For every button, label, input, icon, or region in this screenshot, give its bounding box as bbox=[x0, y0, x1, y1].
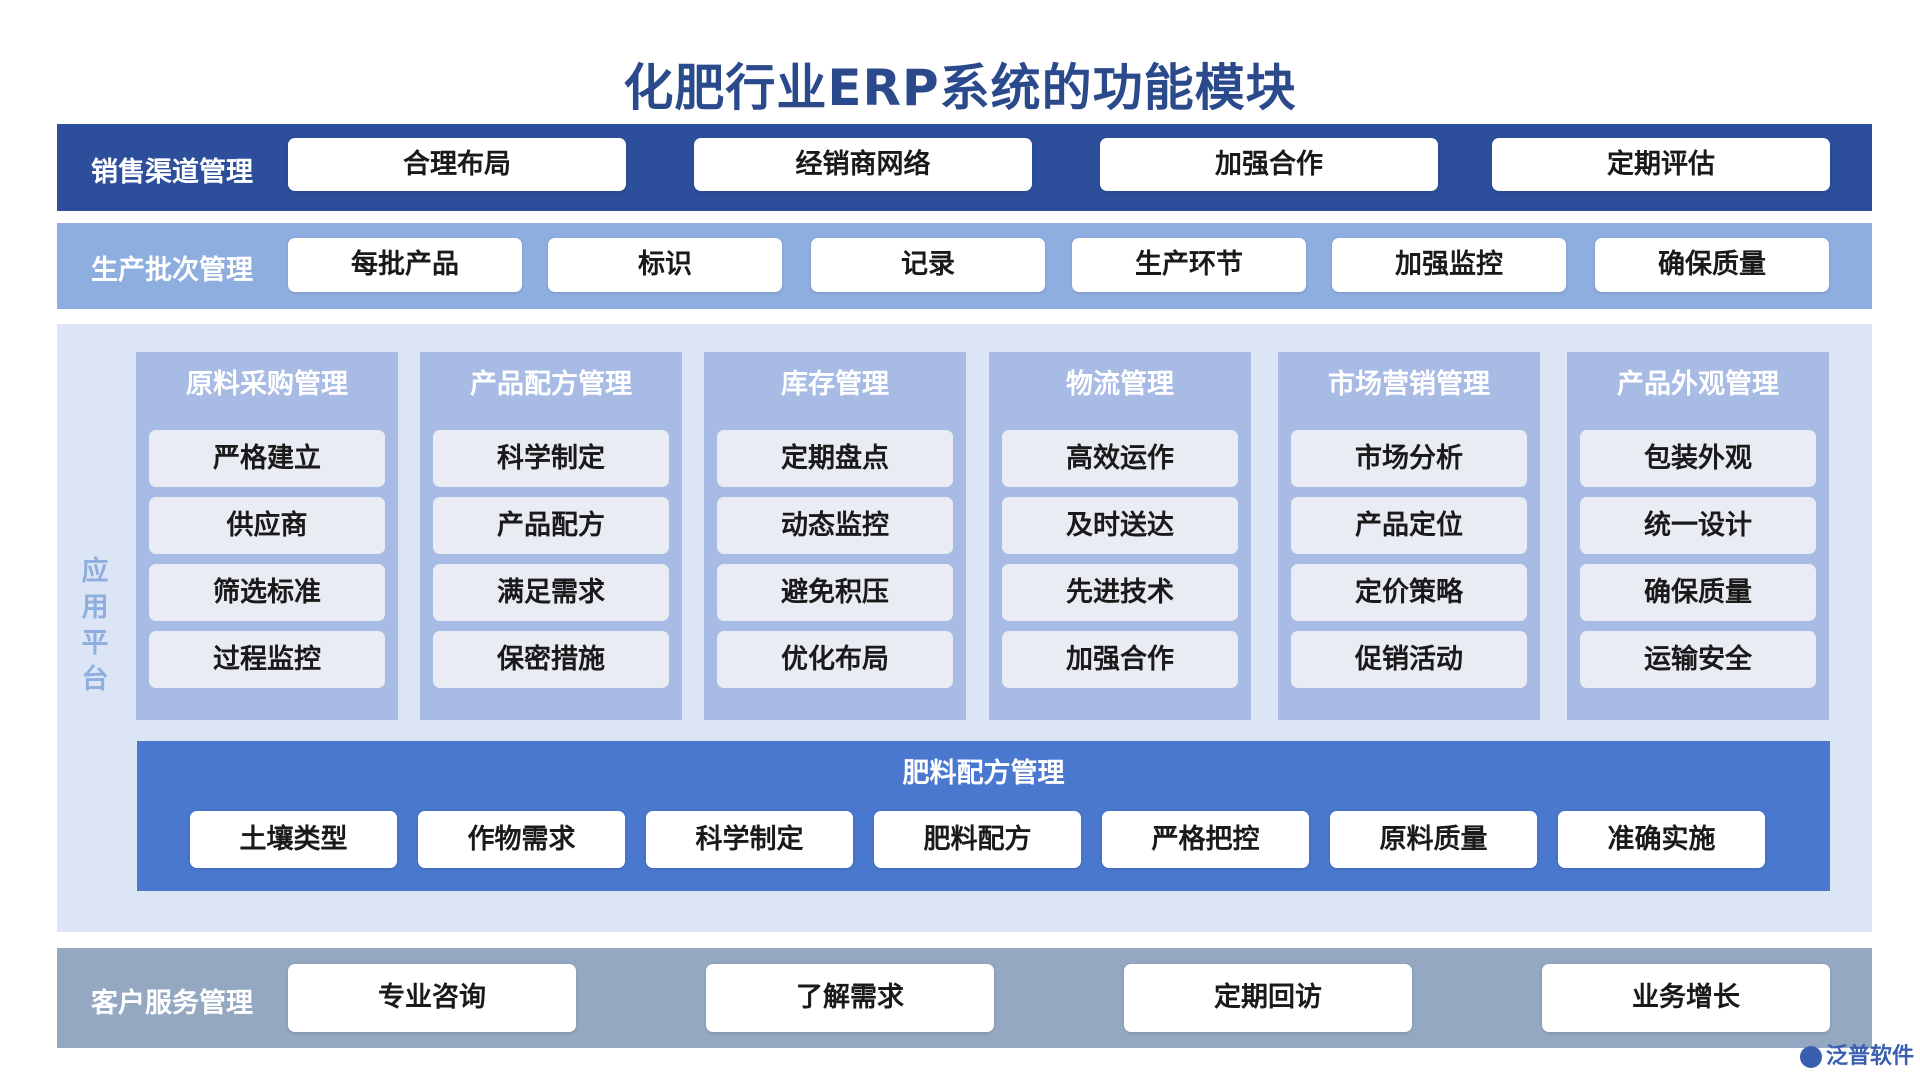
sales-channel-label: 销售渠道管理 bbox=[91, 157, 253, 188]
module-item: 高效运作 bbox=[1002, 430, 1238, 487]
formula-item: 肥料配方 bbox=[874, 811, 1081, 868]
sales-item: 经销商网络 bbox=[694, 138, 1032, 191]
sales-item: 加强合作 bbox=[1100, 138, 1438, 191]
production-item: 标识 bbox=[548, 238, 782, 292]
formula-item: 土壤类型 bbox=[190, 811, 397, 868]
logo-text: 泛普软件 bbox=[1826, 1044, 1915, 1069]
formula-item: 原料质量 bbox=[1330, 811, 1537, 868]
module-item: 定价策略 bbox=[1291, 564, 1527, 621]
service-item: 定期回访 bbox=[1124, 964, 1412, 1032]
module-item: 科学制定 bbox=[433, 430, 669, 487]
module-logistics: 物流管理 高效运作 及时送达 先进技术 加强合作 bbox=[989, 352, 1251, 720]
platform-label-char: 应 bbox=[81, 556, 109, 587]
platform-label-char: 台 bbox=[81, 664, 109, 695]
module-title: 物流管理 bbox=[1066, 369, 1174, 400]
formula-item: 准确实施 bbox=[1558, 811, 1765, 868]
production-batch-label: 生产批次管理 bbox=[91, 255, 253, 286]
customer-service-label: 客户服务管理 bbox=[91, 988, 253, 1019]
production-batch-band: 生产批次管理 每批产品 标识 记录 生产环节 加强监控 确保质量 bbox=[57, 223, 1872, 309]
module-product-formula: 产品配方管理 科学制定 产品配方 满足需求 保密措施 bbox=[420, 352, 682, 720]
module-item: 优化布局 bbox=[717, 631, 953, 688]
production-item: 确保质量 bbox=[1595, 238, 1829, 292]
production-item: 生产环节 bbox=[1072, 238, 1306, 292]
sales-item: 合理布局 bbox=[288, 138, 626, 191]
module-item: 确保质量 bbox=[1580, 564, 1816, 621]
production-item: 加强监控 bbox=[1332, 238, 1566, 292]
module-inventory: 库存管理 定期盘点 动态监控 避免积压 优化布局 bbox=[704, 352, 966, 720]
production-item: 记录 bbox=[811, 238, 1045, 292]
module-title: 产品外观管理 bbox=[1617, 369, 1779, 400]
service-item: 了解需求 bbox=[706, 964, 994, 1032]
module-item: 加强合作 bbox=[1002, 631, 1238, 688]
service-item: 业务增长 bbox=[1542, 964, 1830, 1032]
application-platform: 应 用 平 台 原料采购管理 严格建立 供应商 筛选标准 过程监控 产品配方管理… bbox=[57, 324, 1872, 932]
module-item: 统一设计 bbox=[1580, 497, 1816, 554]
platform-label-char: 用 bbox=[81, 592, 109, 623]
module-item: 保密措施 bbox=[433, 631, 669, 688]
module-item: 严格建立 bbox=[149, 430, 385, 487]
platform-label: 应 用 平 台 bbox=[75, 554, 115, 698]
module-title: 产品配方管理 bbox=[470, 369, 632, 400]
module-item: 筛选标准 bbox=[149, 564, 385, 621]
module-title: 原料采购管理 bbox=[186, 369, 348, 400]
formula-item: 作物需求 bbox=[418, 811, 625, 868]
fertilizer-formula-title: 肥料配方管理 bbox=[902, 758, 1065, 789]
module-item: 定期盘点 bbox=[717, 430, 953, 487]
sales-item: 定期评估 bbox=[1492, 138, 1830, 191]
module-item: 满足需求 bbox=[433, 564, 669, 621]
production-item: 每批产品 bbox=[288, 238, 522, 292]
module-item: 运输安全 bbox=[1580, 631, 1816, 688]
customer-service-band: 客户服务管理 专业咨询 了解需求 定期回访 业务增长 bbox=[57, 948, 1872, 1048]
module-item: 产品配方 bbox=[433, 497, 669, 554]
sales-channel-band: 销售渠道管理 合理布局 经销商网络 加强合作 定期评估 bbox=[57, 124, 1872, 211]
module-product-appearance: 产品外观管理 包装外观 统一设计 确保质量 运输安全 bbox=[1567, 352, 1829, 720]
formula-item: 科学制定 bbox=[646, 811, 853, 868]
module-item: 先进技术 bbox=[1002, 564, 1238, 621]
module-title: 库存管理 bbox=[781, 369, 889, 400]
module-marketing: 市场营销管理 市场分析 产品定位 定价策略 促销活动 bbox=[1278, 352, 1540, 720]
module-item: 促销活动 bbox=[1291, 631, 1527, 688]
logo-icon bbox=[1800, 1046, 1822, 1068]
module-item: 动态监控 bbox=[717, 497, 953, 554]
service-item: 专业咨询 bbox=[288, 964, 576, 1032]
module-item: 包装外观 bbox=[1580, 430, 1816, 487]
brand-logo: 泛普软件 bbox=[1800, 1038, 1914, 1070]
module-item: 避免积压 bbox=[717, 564, 953, 621]
module-item: 市场分析 bbox=[1291, 430, 1527, 487]
module-title: 市场营销管理 bbox=[1328, 369, 1490, 400]
module-item: 供应商 bbox=[149, 497, 385, 554]
formula-item: 严格把控 bbox=[1102, 811, 1309, 868]
module-item: 过程监控 bbox=[149, 631, 385, 688]
module-raw-material-procurement: 原料采购管理 严格建立 供应商 筛选标准 过程监控 bbox=[136, 352, 398, 720]
diagram-title: 化肥行业ERP系统的功能模块 bbox=[623, 59, 1297, 117]
module-item: 产品定位 bbox=[1291, 497, 1527, 554]
module-item: 及时送达 bbox=[1002, 497, 1238, 554]
platform-label-char: 平 bbox=[81, 628, 109, 659]
fertilizer-formula-band: 肥料配方管理 土壤类型 作物需求 科学制定 肥料配方 严格把控 原料质量 准确实… bbox=[137, 741, 1830, 891]
